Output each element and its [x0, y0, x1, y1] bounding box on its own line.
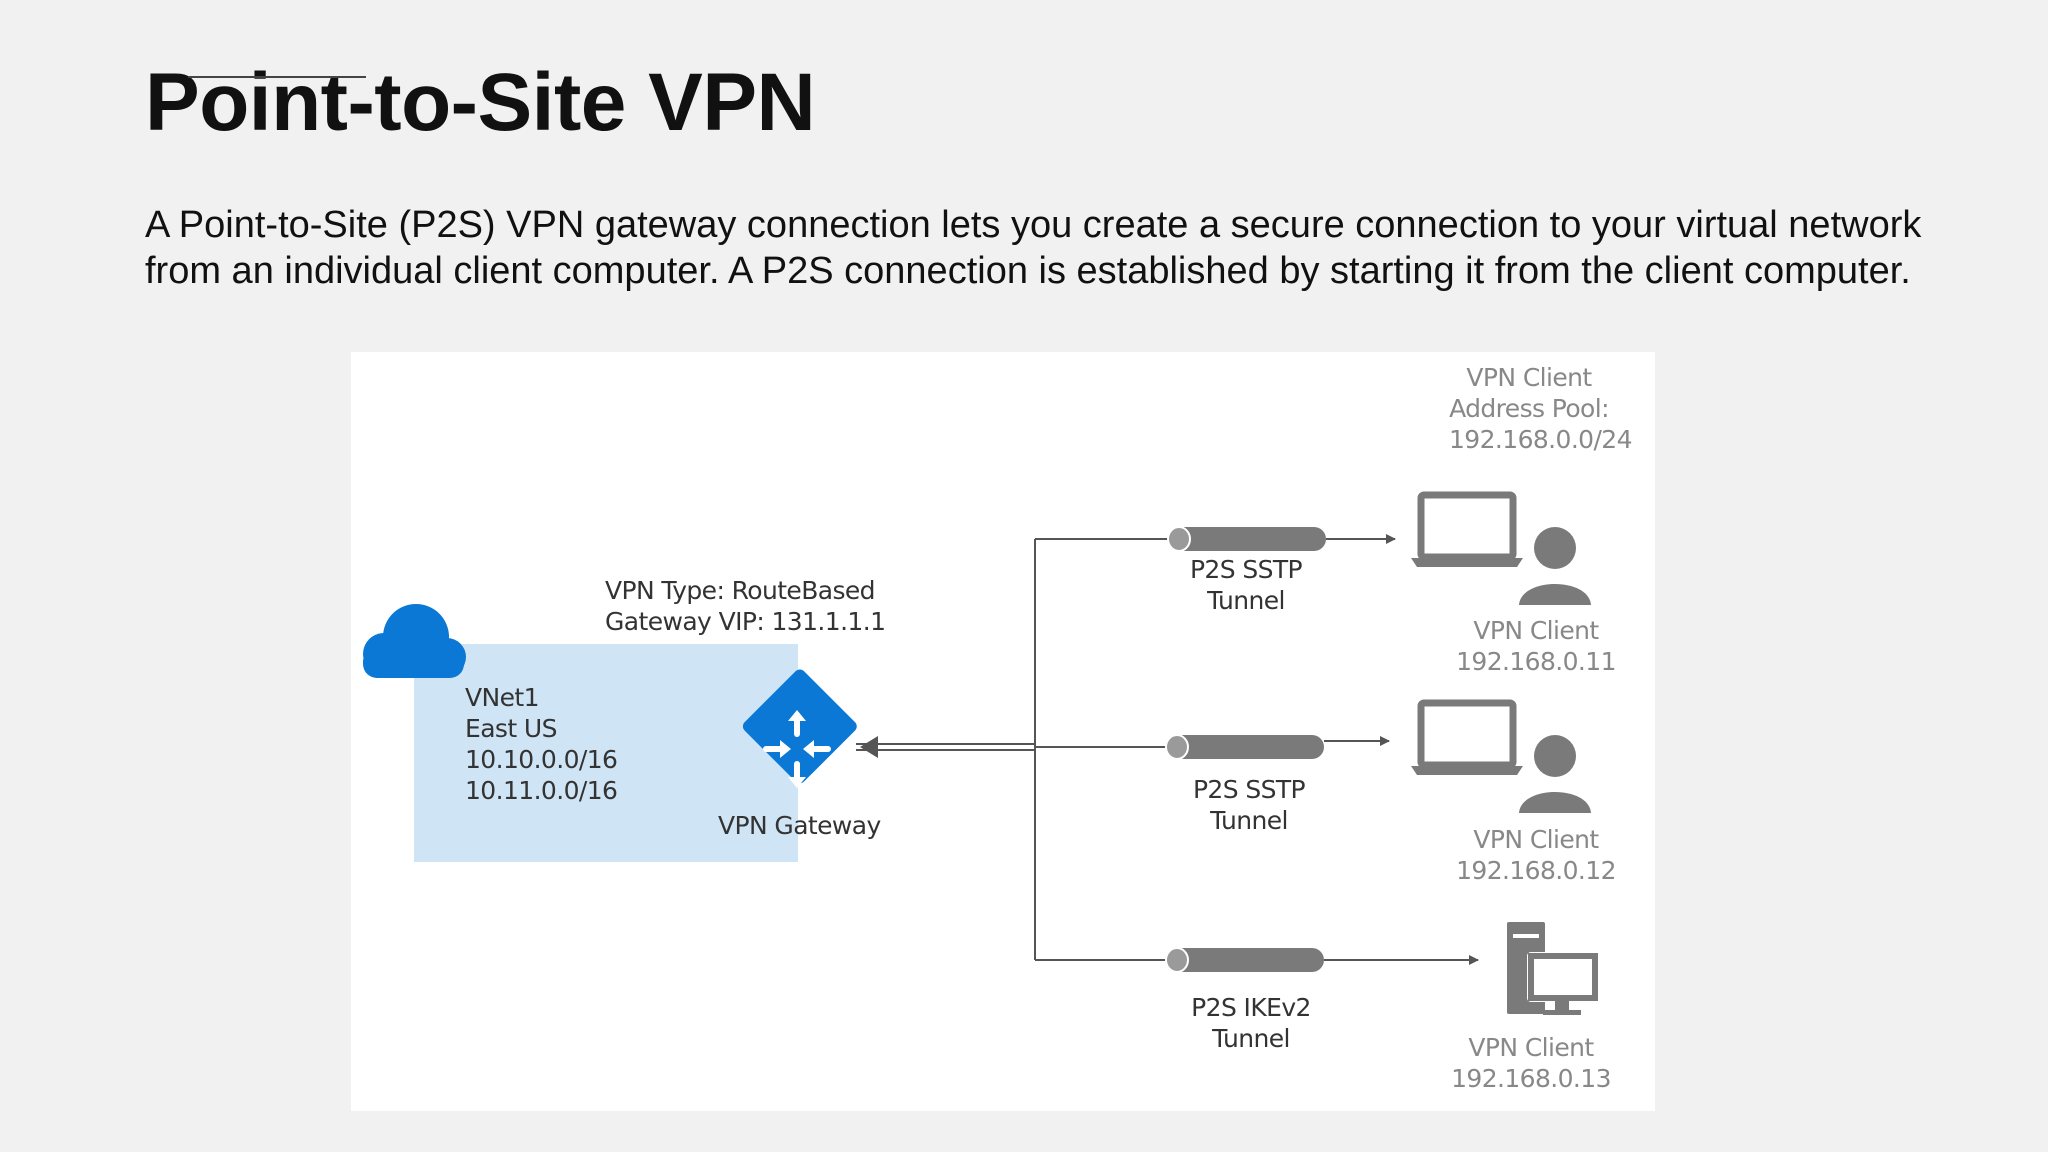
diagram-graphics [363, 491, 1599, 1015]
slide-title: Point-to-Site VPN [145, 57, 816, 148]
vnet-prefix-1: 10.10.0.0/16 [465, 745, 618, 774]
slide-description: A Point-to-Site (P2S) VPN gateway connec… [145, 204, 1922, 292]
title-decoration [188, 76, 366, 78]
laptop-user-icon [1411, 699, 1591, 813]
vpn-client-label-1: VPN Client 192.168.0.11 [1456, 616, 1616, 676]
branch-1 [1035, 526, 1396, 552]
gateway-connector [856, 743, 1035, 751]
vpn-gateway-icon [742, 669, 857, 788]
laptop-user-icon [1411, 491, 1591, 605]
vpn-client-label-2: VPN Client 192.168.0.12 [1456, 825, 1616, 885]
vnet-box [414, 644, 798, 862]
tunnel-label-1: P2S SSTP Tunnel [1189, 555, 1303, 615]
p2s-vpn-diagram: VPN Client Address Pool: 192.168.0.0/24 … [351, 352, 1655, 1111]
vpn-client-label-3: VPN Client 192.168.0.13 [1451, 1033, 1611, 1093]
vnet-name: VNet1 [465, 683, 540, 712]
branch-2 [1035, 734, 1390, 760]
gateway-arrowhead [860, 736, 878, 758]
address-pool-label: VPN Client Address Pool: 192.168.0.0/24 [1449, 363, 1633, 454]
desktop-computer-icon [1507, 922, 1599, 1015]
tunnel-label-3: P2S IKEv2 Tunnel [1191, 993, 1311, 1053]
gateway-info-label: VPN Type: RouteBased Gateway VIP: 131.1.… [605, 576, 886, 636]
vnet-info: VNet1 East US 10.10.0.0/16 10.11.0.0/16 [465, 682, 618, 806]
branch-3 [1035, 947, 1479, 973]
cloud-icon [363, 604, 466, 678]
vnet-region: East US [465, 714, 557, 743]
vnet-prefix-2: 10.11.0.0/16 [465, 776, 618, 805]
vpn-gateway-label: VPN Gateway [718, 811, 881, 840]
tunnel-label-2: P2S SSTP Tunnel [1192, 775, 1306, 835]
